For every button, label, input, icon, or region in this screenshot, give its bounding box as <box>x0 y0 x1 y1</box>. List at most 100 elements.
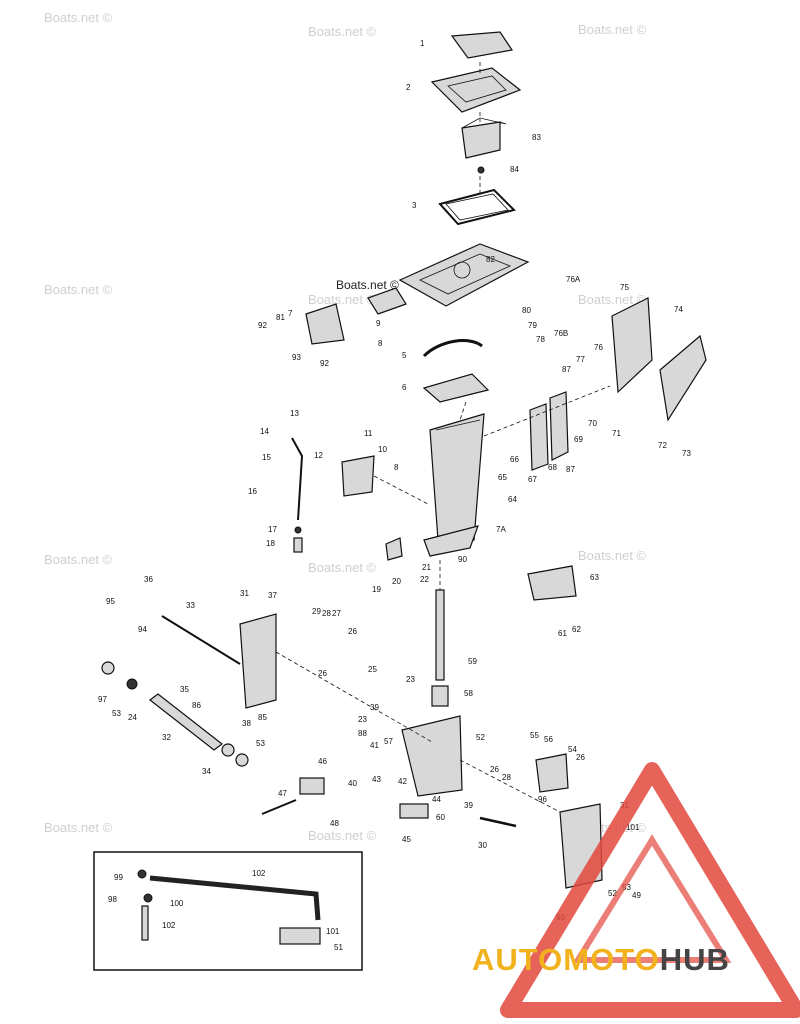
part-label: 96 <box>538 795 547 804</box>
watermark: Boats.net © <box>44 282 113 297</box>
part-label: 86 <box>192 701 201 710</box>
part-label: 2 <box>406 83 411 92</box>
part-label: 21 <box>422 563 431 572</box>
part-label: 63 <box>590 573 599 582</box>
part-label: 14 <box>260 427 269 436</box>
part-label: 35 <box>180 685 189 694</box>
part-label: 7A <box>496 525 506 534</box>
part-label: 34 <box>202 767 211 776</box>
part-label: 44 <box>432 795 441 804</box>
part-label: 64 <box>508 495 517 504</box>
part-label: 51 <box>334 943 343 952</box>
part-label: 76 <box>594 343 603 352</box>
brand-text-b: HUB <box>659 942 730 977</box>
part-label: 9 <box>376 319 381 328</box>
part-label: 59 <box>468 657 477 666</box>
watermark: Boats.net © <box>578 548 647 563</box>
part-label: 102 <box>162 921 176 930</box>
part-label: 19 <box>372 585 381 594</box>
part-label: 69 <box>574 435 583 444</box>
part-label: 52 <box>608 889 617 898</box>
logo-triangle-inner <box>572 834 732 963</box>
part-label: 72 <box>658 441 667 450</box>
part-label: 7 <box>288 309 293 318</box>
part-label: 5 <box>402 351 407 360</box>
part-label: 27 <box>332 609 341 618</box>
part-label: 93 <box>292 353 301 362</box>
watermark: Boats.net © <box>578 292 647 307</box>
part-label: 16 <box>248 487 257 496</box>
part-label: 32 <box>162 733 171 742</box>
part-label: 47 <box>278 789 287 798</box>
part-label: 40 <box>348 779 357 788</box>
part-label: 53 <box>112 709 121 718</box>
part-label: 26 <box>490 765 499 774</box>
brand-wordmark: AUTOMOTOHUB <box>472 942 730 978</box>
logo-mark <box>500 762 800 1018</box>
watermark: Boats.net © <box>308 292 377 307</box>
part-label: 81 <box>276 313 285 322</box>
part-label: 48 <box>330 819 339 828</box>
part-label: 76B <box>554 329 568 338</box>
brand-text-a: AUTOMOTO <box>472 942 660 977</box>
part-label: 84 <box>510 165 519 174</box>
part-label: 100 <box>170 899 184 908</box>
part-label: 70 <box>588 419 597 428</box>
part-label: 11 <box>364 429 373 438</box>
watermark: Boats.net © <box>44 820 113 835</box>
watermark: Boats.net © <box>308 24 377 39</box>
part-label: 42 <box>398 777 407 786</box>
part-label: 45 <box>402 835 411 844</box>
part-label: 80 <box>522 306 531 315</box>
part-label: 67 <box>528 475 537 484</box>
part-label: 39 <box>464 801 473 810</box>
part-label: 18 <box>266 539 275 548</box>
part-label: 97 <box>98 695 107 704</box>
part-label: 30 <box>478 841 487 850</box>
part-label: 78 <box>536 335 545 344</box>
part-label: 8 <box>394 463 399 472</box>
part-label: 71 <box>612 429 621 438</box>
part-label: 61 <box>558 629 567 638</box>
part-label: 60 <box>436 813 445 822</box>
part-label: 24 <box>128 713 137 722</box>
part-label: 55 <box>530 731 539 740</box>
part-label: 28 <box>502 773 511 782</box>
part-label: 102 <box>252 869 266 878</box>
part-label: 79 <box>528 321 537 330</box>
part-label: 15 <box>262 453 271 462</box>
part-label: 12 <box>314 451 323 460</box>
part-label: 31 <box>240 589 249 598</box>
part-label: 23 <box>358 715 367 724</box>
part-label: 85 <box>258 713 267 722</box>
part-label: 53 <box>256 739 265 748</box>
part-label: 82 <box>486 255 495 264</box>
part-label: 88 <box>358 729 367 738</box>
part-label: 22 <box>420 575 429 584</box>
part-label: 75 <box>620 283 629 292</box>
part-label: 77 <box>576 355 585 364</box>
part-label: 76A <box>566 275 581 284</box>
part-label: 73 <box>682 449 691 458</box>
part-label: 90 <box>458 555 467 564</box>
part-label: 8 <box>378 339 383 348</box>
part-label: 17 <box>268 525 277 534</box>
part-label: 101 <box>626 823 640 832</box>
part-label: 46 <box>318 757 327 766</box>
part-label: 26 <box>318 669 327 678</box>
part-label: 52 <box>476 733 485 742</box>
part-label: 62 <box>572 625 581 634</box>
part-label: 58 <box>464 689 473 698</box>
watermark: Boats.net © <box>336 278 399 292</box>
part-label: 26 <box>576 753 585 762</box>
watermark: Boats.net © <box>44 552 113 567</box>
part-label: 3 <box>412 201 417 210</box>
part-label: 29 <box>312 607 321 616</box>
part-label: 28 <box>322 609 331 618</box>
part-label: 6 <box>402 383 407 392</box>
part-label: 10 <box>378 445 387 454</box>
part-label: 92 <box>258 321 267 330</box>
watermark: Boats.net © <box>578 22 647 37</box>
part-label: 98 <box>108 895 117 904</box>
